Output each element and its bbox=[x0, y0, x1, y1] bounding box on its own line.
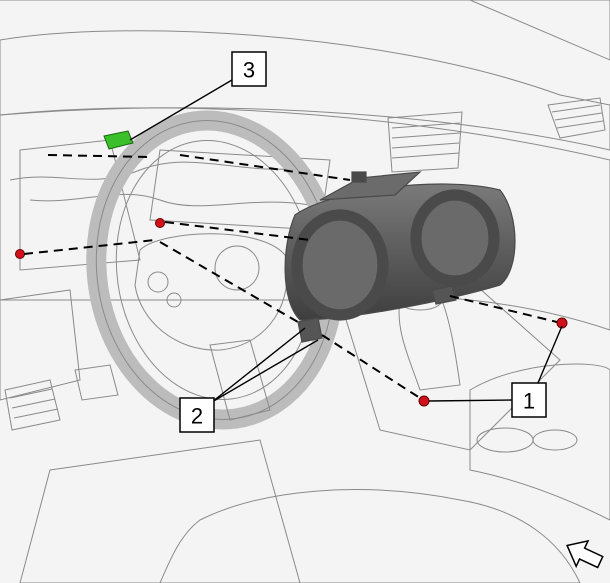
cluster-mounting-tab-left bbox=[297, 317, 323, 343]
cup-holder bbox=[476, 427, 578, 453]
floor-mat bbox=[19, 439, 301, 583]
steering-wheel-emblem bbox=[214, 245, 260, 291]
knee-panel bbox=[0, 289, 81, 401]
callout-1: 1 bbox=[511, 382, 547, 418]
fastener-marker-center bbox=[155, 218, 165, 228]
leader-lines bbox=[129, 79, 563, 403]
alignment-lines bbox=[23, 154, 558, 399]
driver-seat bbox=[159, 489, 581, 583]
passenger-seat bbox=[469, 363, 610, 521]
wiring-harness bbox=[9, 161, 301, 181]
fastener-marker-bottom bbox=[418, 395, 430, 407]
fastener-marker-left bbox=[15, 249, 25, 259]
center-air-vent bbox=[387, 111, 463, 173]
dashboard-top bbox=[0, 30, 610, 151]
pedals bbox=[4, 364, 119, 431]
callout-1-label: 1 bbox=[523, 389, 535, 414]
steering-wheel-hub bbox=[134, 233, 288, 351]
electrical-connector bbox=[103, 130, 134, 150]
instrument-cluster bbox=[284, 171, 516, 343]
fastener-markers bbox=[15, 130, 568, 407]
callout-2-label: 2 bbox=[191, 404, 203, 429]
right-air-vent bbox=[547, 97, 606, 139]
callout-3: 3 bbox=[231, 51, 267, 87]
callout-3-label: 3 bbox=[243, 58, 255, 83]
dash-cavity-left bbox=[19, 139, 141, 271]
callout-2: 2 bbox=[179, 397, 215, 433]
cluster-mounting-tab-right bbox=[431, 285, 457, 305]
front-direction-arrow-icon bbox=[566, 539, 604, 569]
fastener-marker-right bbox=[556, 317, 568, 329]
